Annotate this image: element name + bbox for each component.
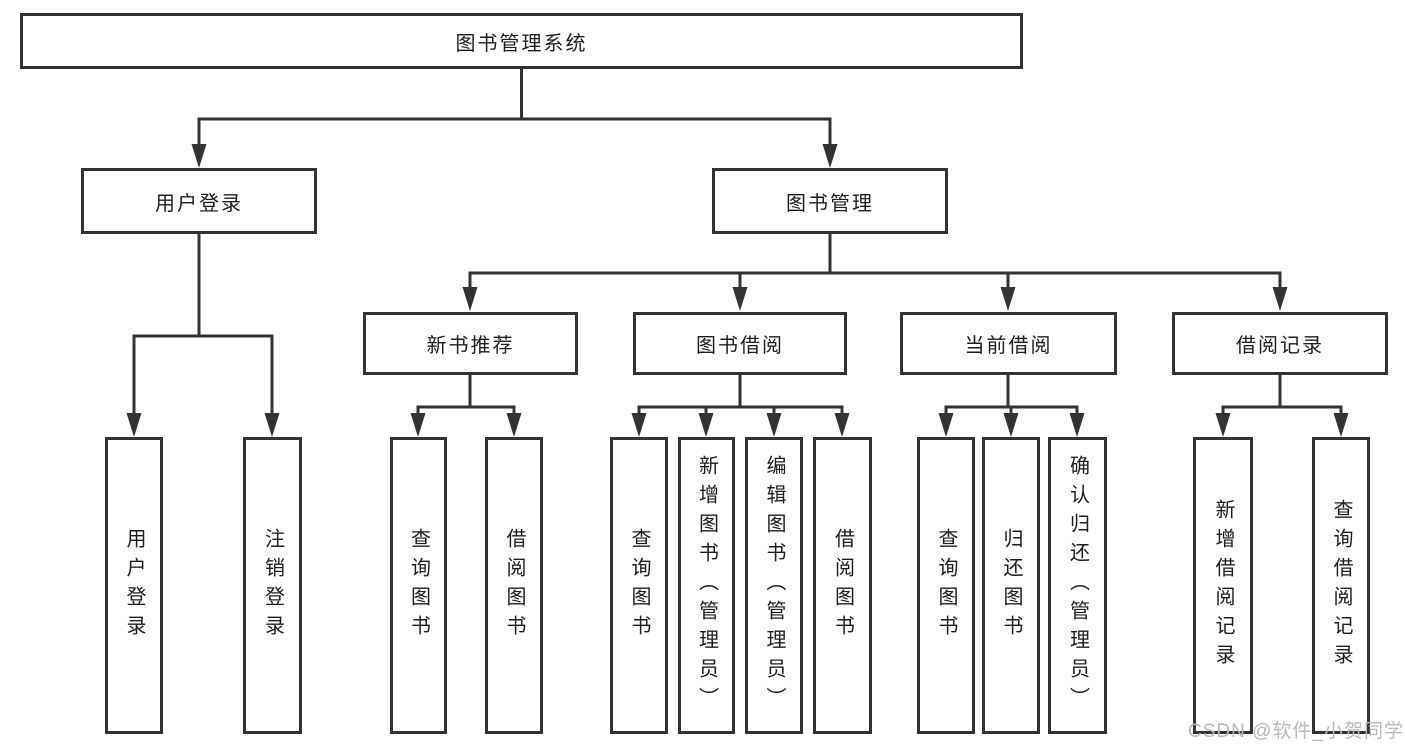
leaf-query-books-current: 查询图书 xyxy=(917,437,975,734)
watermark-text: CSDN @软件_小贺同学 xyxy=(1188,721,1404,742)
leaf-edit-book-admin-label: 编辑图书（管理员） xyxy=(763,455,785,716)
leaf-borrow-books: 借阅图书 xyxy=(813,437,872,734)
leaf-add-book-admin-label: 新增图书（管理员） xyxy=(695,455,718,716)
leaf-logout-label: 注销登录 xyxy=(261,527,284,644)
leaf-query-books-recommend-label: 查询图书 xyxy=(407,527,430,644)
leaf-confirm-return-admin: 确认归还（管理员） xyxy=(1048,437,1107,734)
leaf-query-books-borrow-label: 查询图书 xyxy=(628,527,650,644)
leaf-logout: 注销登录 xyxy=(243,437,302,734)
leaf-borrow-books-recommend-label: 借阅图书 xyxy=(503,527,525,644)
node-borrow-records: 借阅记录 xyxy=(1172,312,1388,375)
leaf-add-borrow-record: 新增借阅记录 xyxy=(1193,437,1253,734)
leaf-return-books-label: 归还图书 xyxy=(1000,527,1022,644)
leaf-query-borrow-record: 查询借阅记录 xyxy=(1312,437,1370,734)
leaf-user-login: 用户登录 xyxy=(105,437,163,734)
node-library-system: 图书管理系统 xyxy=(20,13,1023,69)
leaf-edit-book-admin: 编辑图书（管理员） xyxy=(745,437,803,734)
leaf-query-books-current-label: 查询图书 xyxy=(935,527,957,644)
node-new-book-recommend: 新书推荐 xyxy=(363,312,578,375)
leaf-query-books-recommend: 查询图书 xyxy=(390,437,447,734)
leaf-query-borrow-record-label: 查询借阅记录 xyxy=(1330,498,1352,673)
leaf-query-books-borrow: 查询图书 xyxy=(610,437,668,734)
node-book-management: 图书管理 xyxy=(712,168,948,234)
leaf-return-books: 归还图书 xyxy=(982,437,1040,734)
node-current-borrow: 当前借阅 xyxy=(900,312,1117,375)
leaf-borrow-books-recommend: 借阅图书 xyxy=(485,437,543,734)
node-book-borrow: 图书借阅 xyxy=(633,312,847,375)
arrowheads xyxy=(126,144,1349,437)
leaf-add-borrow-record-label: 新增借阅记录 xyxy=(1212,498,1234,673)
leaf-user-login-label: 用户登录 xyxy=(123,527,145,644)
node-user-login: 用户登录 xyxy=(81,168,317,234)
leaf-add-book-admin: 新增图书（管理员） xyxy=(678,437,735,734)
leaf-confirm-return-admin-label: 确认归还（管理员） xyxy=(1066,455,1089,716)
leaf-borrow-books-label: 借阅图书 xyxy=(831,527,854,644)
